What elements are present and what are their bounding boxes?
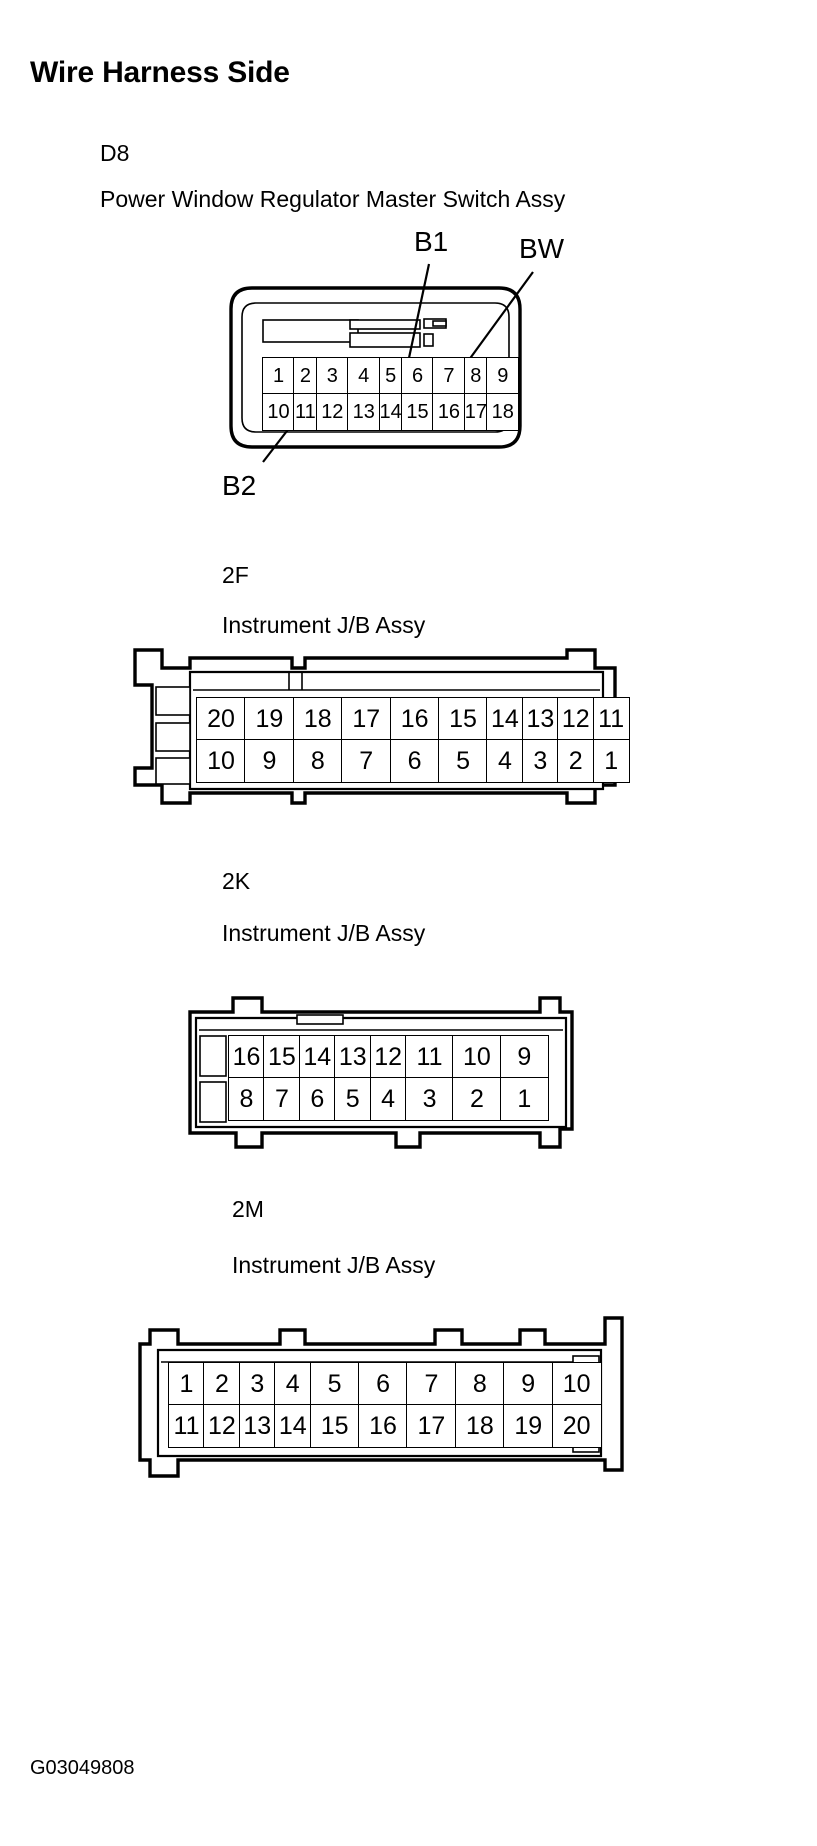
pin-cell[interactable]: 14 xyxy=(298,1035,336,1079)
pin-grid-d8: 1 2 3 4 5 6 7 8 9 10 11 12 13 14 15 16 1… xyxy=(262,357,520,432)
pin-row-upper: 20 19 18 17 16 15 14 13 12 11 xyxy=(196,697,630,741)
pin-cell[interactable]: 16 xyxy=(432,393,466,432)
pin-cell[interactable]: 16 xyxy=(389,697,440,741)
pin-cell[interactable]: 6 xyxy=(358,1362,409,1406)
pin-cell[interactable]: 15 xyxy=(438,697,489,741)
pin-cell[interactable]: 11 xyxy=(168,1404,205,1449)
pin-cell[interactable]: 10 xyxy=(262,393,295,432)
pin-cell[interactable]: 18 xyxy=(486,393,520,432)
pin-cell[interactable]: 4 xyxy=(486,739,524,784)
connector-name-2k: Instrument J/B Assy xyxy=(222,920,426,946)
pin-cell[interactable]: 8 xyxy=(228,1077,265,1122)
pin-cell[interactable]: 7 xyxy=(406,1362,457,1406)
pin-cell[interactable]: 2 xyxy=(203,1362,241,1406)
connector-code-2m: 2M xyxy=(232,1196,264,1222)
page-title: Wire Harness Side xyxy=(30,56,290,89)
connector-name-d8: Power Window Regulator Master Switch Ass… xyxy=(100,186,566,212)
pin-cell[interactable]: 18 xyxy=(454,1404,505,1449)
pin-row-upper: 1 2 3 4 5 6 7 8 9 xyxy=(262,357,520,395)
pin-cell[interactable]: 10 xyxy=(551,1362,602,1406)
pin-cell[interactable]: 14 xyxy=(486,697,524,741)
pin-cell[interactable]: 8 xyxy=(292,739,343,784)
pin-cell[interactable]: 12 xyxy=(203,1404,241,1449)
pin-cell[interactable]: 17 xyxy=(463,393,488,432)
pin-cell[interactable]: 2 xyxy=(452,1077,502,1122)
pin-cell[interactable]: 1 xyxy=(168,1362,205,1406)
pin-row-lower: 8 7 6 5 4 3 2 1 xyxy=(228,1077,549,1122)
callout-label-bw: BW xyxy=(519,233,565,264)
pin-cell[interactable]: 6 xyxy=(389,739,440,784)
pin-cell[interactable]: 16 xyxy=(358,1404,409,1449)
pin-cell[interactable]: 16 xyxy=(228,1035,265,1079)
pin-cell[interactable]: 13 xyxy=(238,1404,276,1449)
pin-cell[interactable]: 14 xyxy=(274,1404,312,1449)
pin-cell[interactable]: 1 xyxy=(592,739,630,784)
pin-cell[interactable]: 10 xyxy=(196,739,246,784)
pin-row-upper: 16 15 14 13 12 11 10 9 xyxy=(228,1035,549,1079)
pin-row-lower: 11 12 13 14 15 16 17 18 19 20 xyxy=(168,1404,602,1449)
pin-cell[interactable]: 8 xyxy=(454,1362,505,1406)
pin-cell[interactable]: 11 xyxy=(405,1035,455,1079)
connector-name-2m: Instrument J/B Assy xyxy=(232,1252,436,1278)
pin-row-lower: 10 11 12 13 14 15 16 17 18 xyxy=(262,393,520,432)
pin-cell[interactable]: 17 xyxy=(406,1404,457,1449)
callout-label-b2: B2 xyxy=(222,470,257,501)
pin-cell[interactable]: 9 xyxy=(244,739,295,784)
pin-cell[interactable]: 9 xyxy=(486,357,520,395)
connector-code-2f: 2F xyxy=(222,562,249,588)
connector-code-d8: D8 xyxy=(100,140,130,166)
connector-body-2m xyxy=(138,1316,624,1478)
connector-code-2k: 2K xyxy=(222,868,251,894)
pin-cell[interactable]: 13 xyxy=(347,393,381,432)
pin-cell[interactable]: 7 xyxy=(341,739,392,784)
connector-name-2f: Instrument J/B Assy xyxy=(222,612,426,638)
pin-cell[interactable]: 4 xyxy=(274,1362,312,1406)
pin-cell[interactable]: 5 xyxy=(334,1077,372,1122)
pin-cell[interactable]: 15 xyxy=(309,1404,360,1449)
pin-cell[interactable]: 19 xyxy=(503,1404,554,1449)
pin-grid-2f: 20 19 18 17 16 15 14 13 12 11 10 9 8 7 6… xyxy=(196,697,630,784)
pin-cell[interactable]: 2 xyxy=(557,739,595,784)
pin-row-lower: 10 9 8 7 6 5 4 3 2 1 xyxy=(196,739,630,784)
pin-row-upper: 1 2 3 4 5 6 7 8 9 10 xyxy=(168,1362,602,1406)
callout-label-b1: B1 xyxy=(414,226,449,257)
pin-cell[interactable]: 18 xyxy=(292,697,343,741)
pin-cell[interactable]: 11 xyxy=(592,697,630,741)
pin-cell[interactable]: 8 xyxy=(463,357,488,395)
pin-cell[interactable]: 3 xyxy=(238,1362,276,1406)
pin-cell[interactable]: 1 xyxy=(499,1077,549,1122)
pin-cell[interactable]: 15 xyxy=(401,393,435,432)
pin-cell[interactable]: 9 xyxy=(499,1035,549,1079)
pin-cell[interactable]: 15 xyxy=(263,1035,301,1079)
pin-cell[interactable]: 5 xyxy=(309,1362,360,1406)
pin-cell[interactable]: 12 xyxy=(557,697,595,741)
pin-grid-2k: 16 15 14 13 12 11 10 9 8 7 6 5 4 3 2 1 xyxy=(228,1035,549,1122)
pin-cell[interactable]: 4 xyxy=(347,357,381,395)
pin-cell[interactable]: 20 xyxy=(551,1404,602,1449)
pin-cell[interactable]: 14 xyxy=(378,393,403,432)
pin-grid-2m: 1 2 3 4 5 6 7 8 9 10 11 12 13 14 15 16 1… xyxy=(168,1362,602,1449)
pin-cell[interactable]: 5 xyxy=(438,739,489,784)
pin-cell[interactable]: 9 xyxy=(503,1362,554,1406)
pin-cell[interactable]: 19 xyxy=(244,697,295,741)
pin-cell[interactable]: 3 xyxy=(405,1077,455,1122)
pin-cell[interactable]: 7 xyxy=(263,1077,301,1122)
figure-id: G03049808 xyxy=(30,1757,135,1779)
